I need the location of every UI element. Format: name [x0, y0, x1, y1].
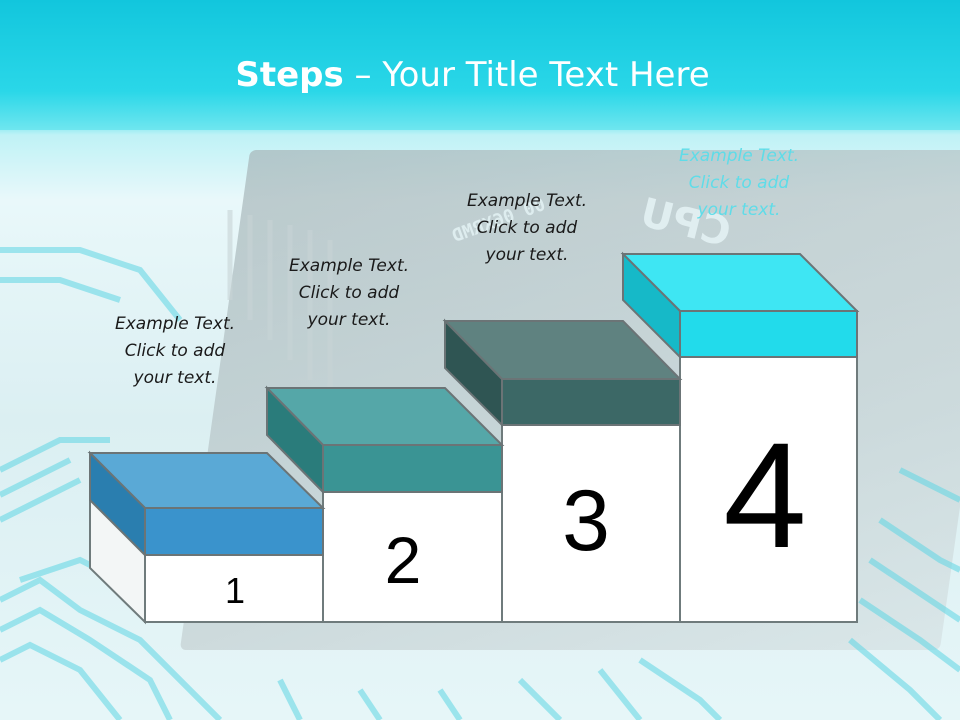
step-3-body	[501, 424, 681, 623]
caption-line: Click to add	[124, 341, 226, 361]
step-4-body	[679, 356, 858, 623]
step-4-number[interactable]: 4	[723, 411, 807, 579]
step-4-front	[679, 310, 858, 358]
title-band	[0, 0, 960, 130]
caption-line: Click to add	[688, 173, 790, 193]
step-2-number[interactable]: 2	[384, 523, 422, 597]
title-rest: – Your Title Text Here	[343, 55, 710, 95]
caption-line: your text.	[307, 310, 391, 330]
step-1-front	[144, 507, 324, 556]
step-1-number[interactable]: 1	[224, 570, 246, 611]
caption-line: Click to add	[476, 218, 578, 238]
step-2-caption[interactable]: Example Text. Click to add your text.	[249, 253, 449, 334]
caption-line: Click to add	[298, 283, 400, 303]
page-title[interactable]: Steps – Your Title Text Here	[0, 55, 945, 95]
caption-line: Example Text.	[466, 191, 588, 211]
step-1-caption[interactable]: Example Text. Click to add your text.	[75, 311, 275, 392]
title-bold: Steps	[235, 55, 344, 95]
step-4-caption[interactable]: Example Text. Click to add your text.	[639, 143, 839, 224]
step-3-front	[501, 378, 681, 426]
caption-line: your text.	[697, 200, 781, 220]
caption-line: Example Text.	[114, 314, 236, 334]
caption-line: your text.	[133, 368, 217, 388]
step-3-caption[interactable]: Example Text. Click to add your text.	[427, 188, 627, 269]
step-3-number[interactable]: 3	[562, 473, 610, 569]
caption-line: Example Text.	[678, 146, 800, 166]
caption-line: your text.	[485, 245, 569, 265]
caption-line: Example Text.	[288, 256, 410, 276]
step-2-front	[322, 444, 503, 493]
